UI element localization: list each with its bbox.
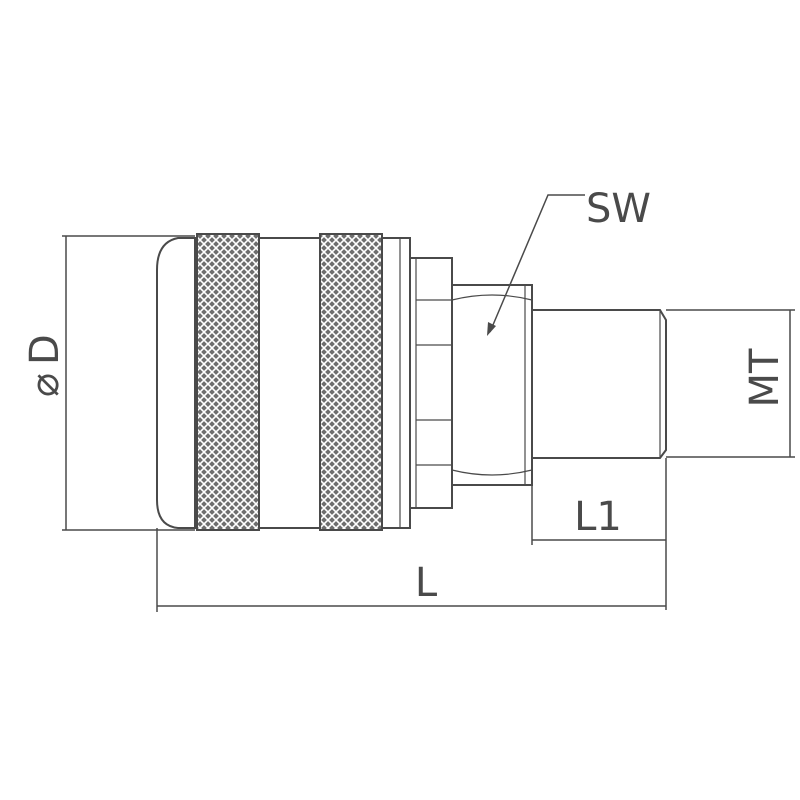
hex-nut-face-bottom (451, 469, 533, 476)
l1-label: L1 (574, 494, 622, 540)
knurl-ring-front (196, 233, 260, 531)
sleeve-nose (156, 237, 198, 529)
l-label: L (415, 560, 438, 606)
diameter-symbol: ⌀ (22, 373, 68, 397)
sw-leader (489, 194, 585, 333)
diameter-label: ⌀ D (22, 334, 68, 397)
mt-label: MT (742, 348, 788, 408)
hex-nut-face-top (451, 294, 533, 301)
diameter-text: D (22, 334, 68, 365)
knurl-ring-rear (319, 233, 383, 531)
thread-tail (531, 309, 667, 459)
hex-nut (451, 284, 533, 486)
sw-label: SW (586, 186, 651, 232)
sw-leader-arrow (487, 322, 496, 336)
